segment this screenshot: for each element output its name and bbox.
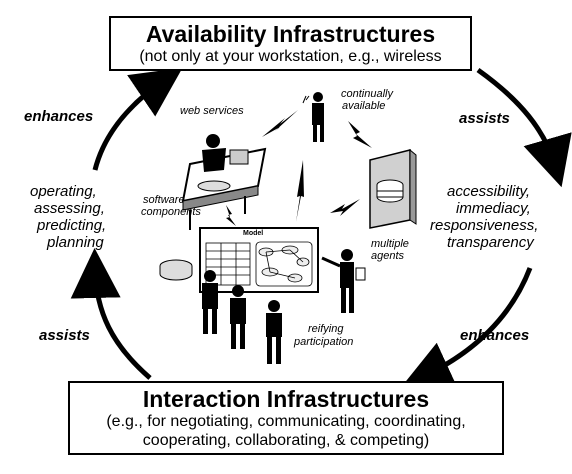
left-list-item-predicting: predicting, xyxy=(37,217,107,234)
annotation-web-services: web services xyxy=(180,105,244,117)
arc-top-right xyxy=(476,67,572,188)
right-list-item-transparency: transparency xyxy=(447,234,534,251)
left-list-item-operating: operating, xyxy=(30,183,97,200)
label-assists-right: assists xyxy=(459,110,510,127)
right-list-item-immediacy: immediacy, xyxy=(456,200,531,217)
arc-bottom-right xyxy=(401,267,533,389)
right-list-item-responsiveness: responsiveness, xyxy=(430,217,539,234)
interaction-subtitle-line1: (e.g., for negotiating, communicating, c… xyxy=(106,413,466,430)
arc-top-left xyxy=(92,67,183,171)
mobile-person-icon xyxy=(302,92,324,142)
annotation-reifying: reifying xyxy=(308,323,344,335)
model-network xyxy=(255,241,313,287)
annotation-agents: agents xyxy=(371,250,405,262)
left-list-item-planning: planning xyxy=(47,234,104,251)
arc-bottom-left xyxy=(70,248,152,380)
availability-title: Availability Infrastructures xyxy=(145,21,436,47)
right-list-item-accessibility: accessibility, xyxy=(447,183,531,200)
interaction-subtitle-line2: cooperating, collaborating, & competing) xyxy=(142,432,430,449)
annotation-available: available xyxy=(342,100,386,112)
web-services-person-icon xyxy=(202,134,226,172)
lightning-icon xyxy=(226,110,372,226)
annotation-participation: participation xyxy=(294,336,354,348)
label-assists-left: assists xyxy=(39,327,90,344)
label-enhances-right: enhances xyxy=(460,327,530,344)
people-group-icon xyxy=(202,270,282,364)
annotation-software: software xyxy=(143,194,185,206)
presenter-icon xyxy=(321,249,366,313)
model-grid xyxy=(205,242,251,286)
left-list-item-assessing: assessing, xyxy=(34,200,105,217)
annotation-continually: continually xyxy=(341,88,393,100)
interaction-infrastructures-box: Interaction Infrastructures (e.g., for n… xyxy=(68,381,504,455)
model-board xyxy=(199,227,319,293)
model-label: Model xyxy=(243,230,264,237)
server-database-icon xyxy=(369,148,417,229)
label-enhances-left: enhances xyxy=(24,108,94,125)
web-services-desk-icon xyxy=(181,147,267,230)
availability-subtitle: (not only at your workstation, e.g., wir… xyxy=(139,48,442,65)
availability-infrastructures-box: Availability Infrastructures (not only a… xyxy=(109,16,472,71)
database-disk-icon xyxy=(159,259,193,281)
annotation-multiple: multiple xyxy=(371,238,409,250)
annotation-components: components xyxy=(141,206,201,218)
interaction-title: Interaction Infrastructures xyxy=(142,386,430,412)
